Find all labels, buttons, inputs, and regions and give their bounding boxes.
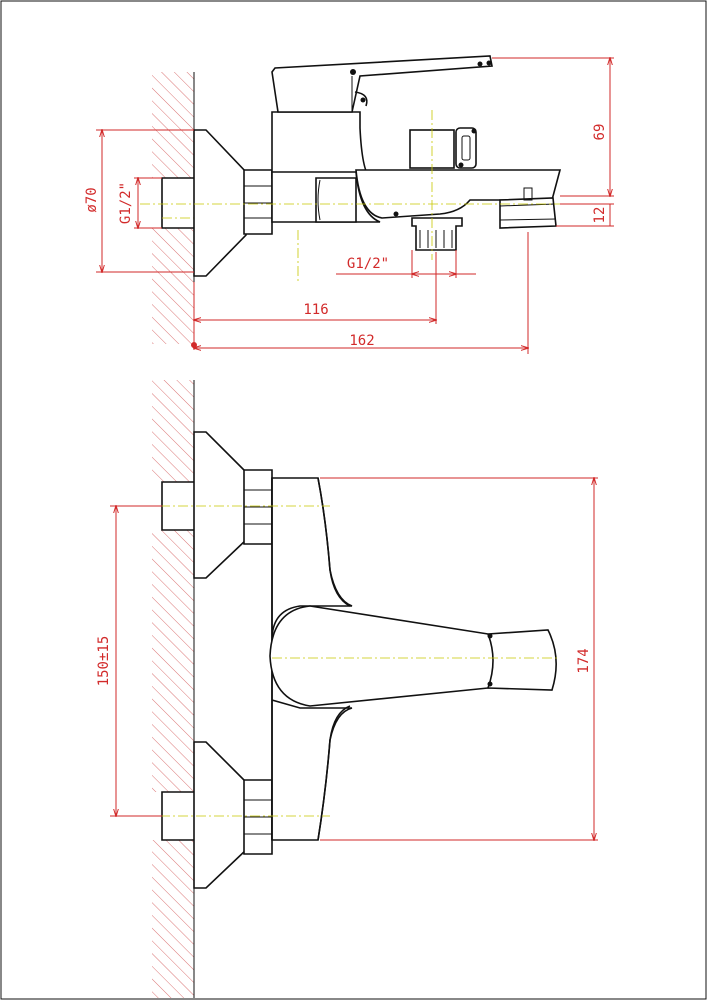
dim-total-depth-label: 162: [349, 333, 374, 349]
upper-escutcheon: [193, 431, 247, 579]
escutcheon-flange: [193, 129, 247, 277]
aerator: [499, 197, 557, 229]
dim-outlet-thread-label: G1/2": [347, 256, 389, 272]
top-view: 150±15 174: [96, 380, 598, 998]
dim-center-distance-label: 150±15: [96, 636, 112, 687]
inlet-pipe: [161, 177, 197, 229]
dim-spout-height-label: 12: [592, 207, 608, 224]
origin-point: [191, 342, 197, 348]
dim-inlet-thread-label: G1/2": [118, 182, 134, 224]
lower-escutcheon: [193, 741, 247, 889]
side-view: ø70 G1/2" G1/2" 116 162 69 12: [84, 55, 614, 354]
hex-nut: [243, 169, 273, 235]
dim-handle-height-label: 69: [592, 124, 608, 141]
dim-diameter-label: ø70: [84, 187, 100, 212]
spout: [355, 169, 562, 219]
dim-total-width-label: 174: [576, 648, 592, 673]
wall-hatch-top: [152, 380, 194, 998]
dim-outlet-reach-label: 116: [303, 302, 328, 318]
lever-handle-top: [269, 605, 557, 707]
lever-handle: [271, 55, 493, 113]
mixer-body: [271, 111, 372, 179]
